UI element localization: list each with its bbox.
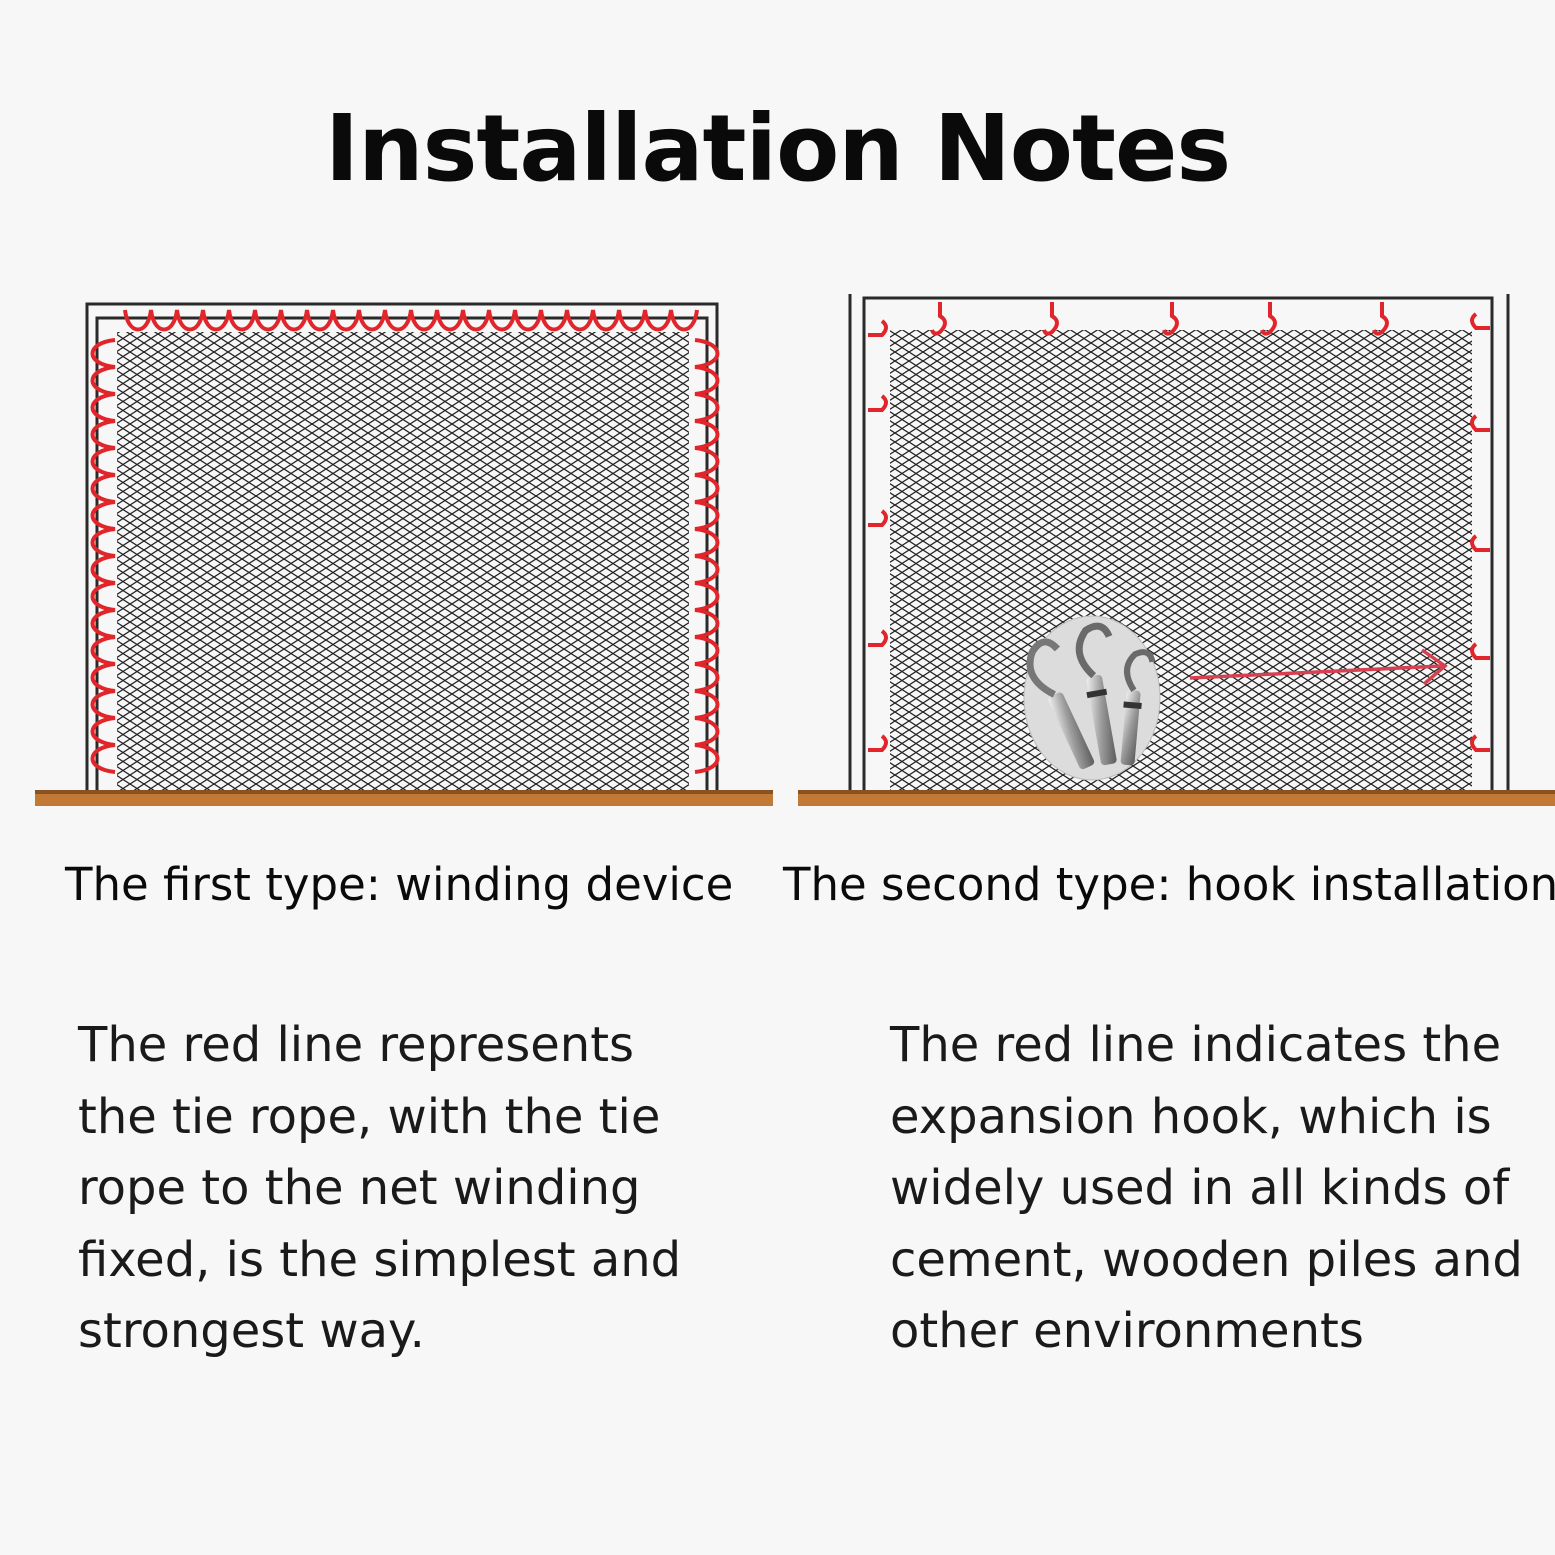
description-line: cement, wooden piles and xyxy=(890,1231,1523,1288)
winding-device-diagram xyxy=(35,302,773,806)
description-winding-device: The red line represents the tie rope, wi… xyxy=(78,1010,681,1368)
description-line: widely used in all kinds of xyxy=(890,1160,1510,1216)
hook-mark xyxy=(1372,302,1389,336)
hook-mark xyxy=(1260,302,1277,336)
net-mesh xyxy=(890,330,1472,792)
caption-winding-device: The first type: winding device xyxy=(65,858,734,911)
top-tie-rope xyxy=(123,309,699,332)
description-hook-installation: The red line indicates the expansion hoo… xyxy=(890,1010,1523,1368)
hook-mark xyxy=(1470,642,1490,660)
hook-mark xyxy=(1042,302,1059,336)
hook-mark xyxy=(868,629,888,647)
hook-mark xyxy=(930,302,947,336)
hook-mark xyxy=(868,319,888,337)
description-line: fixed, is the simplest and xyxy=(78,1231,682,1288)
hook-mark xyxy=(868,509,888,527)
hook-installation-diagram xyxy=(798,294,1555,806)
hook-mark xyxy=(1470,734,1490,752)
net-mesh xyxy=(117,332,689,792)
description-line: the tie rope, with the tie xyxy=(78,1088,661,1145)
hook-mark xyxy=(1470,312,1490,330)
hook-mark xyxy=(1162,302,1179,336)
description-line: expansion hook, which is xyxy=(890,1088,1492,1145)
left-tie-rope xyxy=(90,338,116,774)
hook-mark xyxy=(868,734,888,752)
description-line: The red line represents xyxy=(78,1017,635,1073)
hook-mark xyxy=(1470,534,1490,552)
description-line: The red line indicates the xyxy=(890,1017,1502,1073)
hook-mark xyxy=(868,394,888,412)
expansion-hook-photo xyxy=(1023,615,1161,781)
description-line: strongest way. xyxy=(78,1303,425,1359)
page-title: Installation Notes xyxy=(324,95,1231,202)
caption-hook-installation: The second type: hook installation xyxy=(783,858,1555,911)
expansion-hooks xyxy=(868,302,1490,752)
description-line: rope to the net winding xyxy=(78,1160,641,1216)
hook-mark xyxy=(1470,414,1490,432)
description-line: other environments xyxy=(890,1303,1364,1359)
right-tie-rope xyxy=(694,338,720,774)
arrow xyxy=(1189,648,1448,686)
